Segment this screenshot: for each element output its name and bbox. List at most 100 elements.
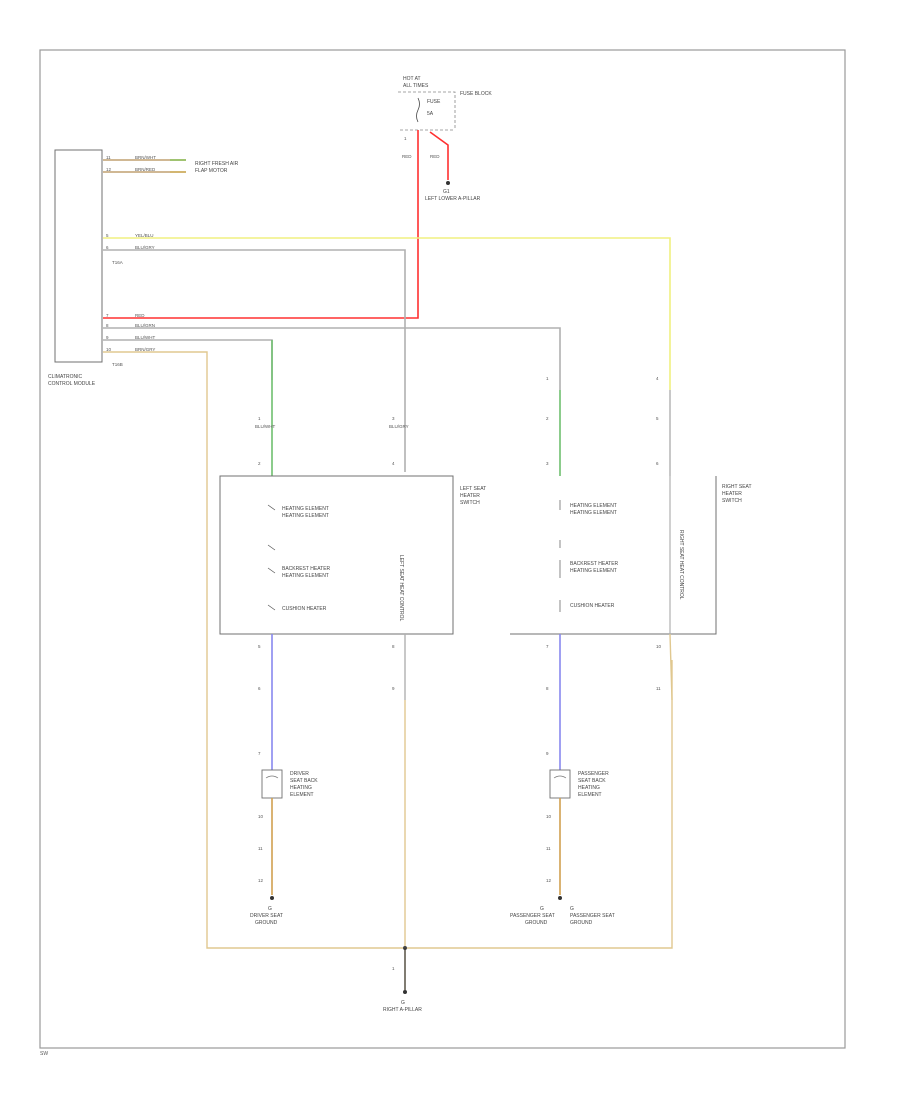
left-pin-a1: 1 xyxy=(258,416,261,421)
ecm-wire-gry4: BRN/GRY xyxy=(135,347,155,352)
right-heater-4: ELEMENT xyxy=(578,792,602,798)
gnd-left-1: G xyxy=(268,906,272,912)
ecm-splice-1: T16A xyxy=(112,260,123,265)
fuse-symbol xyxy=(416,97,420,123)
red-wire-ground-top xyxy=(429,131,449,180)
left-sw-block: LEFT SEAT HEAT CONTROL xyxy=(398,555,404,621)
fuse-pin-1: 1 xyxy=(404,136,407,141)
right-heater-box xyxy=(549,769,571,799)
ecm-wire-gry1: BLU/GRY xyxy=(135,245,155,250)
fuse-box-label: FUSE BLOCK xyxy=(460,91,492,97)
ecm-pin-5: 5 xyxy=(106,233,109,238)
right-unit-3: SWITCH xyxy=(722,498,742,504)
right-pin-c3: 9 xyxy=(546,751,549,756)
right-pin-a1: 1 xyxy=(546,376,549,381)
left-pin-b2: BLU/GRY xyxy=(389,424,409,429)
ecm-wire-ylw: YEL/BLU xyxy=(135,233,154,238)
left-sw-1: HEATING ELEMENT xyxy=(282,506,329,512)
right-pin-b1: 4 xyxy=(656,376,659,381)
left-heater-box xyxy=(261,769,283,799)
gnd-bottom-point xyxy=(403,990,407,994)
left-pin-c3: 7 xyxy=(258,751,261,756)
gnd-right-3: GROUND xyxy=(570,920,593,926)
left-sw-3: BACKREST HEATER xyxy=(282,566,331,572)
left-heater-3: HEATING xyxy=(290,785,312,791)
left-pin-b1: 3 xyxy=(392,416,395,421)
right-pin-c2: 8 xyxy=(546,686,549,691)
ecm-wire-gry2: BLU/GRN xyxy=(135,323,155,328)
stub-pin-1: 11 xyxy=(106,155,111,160)
gray-wire-3 xyxy=(103,339,273,380)
right-pin-a2: 2 xyxy=(546,416,549,421)
footer-code: SW xyxy=(40,1051,48,1057)
gnd-mid-2: PASSENGER SEAT xyxy=(510,913,555,919)
fuse-header-1: HOT AT xyxy=(403,76,421,82)
red-wire-main xyxy=(103,130,419,319)
right-sw-1: HEATING ELEMENT xyxy=(570,503,617,509)
yellow-wire xyxy=(103,237,671,390)
left-switch-box xyxy=(219,475,454,635)
right-unit-1: RIGHT SEAT xyxy=(722,484,752,490)
ecm-wire-red: RED xyxy=(135,313,145,318)
left-heater-2: SEAT BACK xyxy=(290,778,318,784)
right-pin-d2: 11 xyxy=(656,686,661,691)
tan-wire-right-down xyxy=(669,633,673,701)
left-sw-3b: HEATING ELEMENT xyxy=(282,573,329,579)
left-heater-1: DRIVER xyxy=(290,771,309,777)
left-pin-d2: 9 xyxy=(392,686,395,691)
gnd-right-2: PASSENGER SEAT xyxy=(570,913,615,919)
right-heater-3: HEATING xyxy=(578,785,600,791)
gnd-left-3: GROUND xyxy=(255,920,278,926)
right-sw-block: RIGHT SEAT HEAT CONTROL xyxy=(678,530,684,600)
right-heater-2: SEAT BACK xyxy=(578,778,606,784)
right-pin-b3: 6 xyxy=(656,461,659,466)
left-heater-4: ELEMENT xyxy=(290,792,314,798)
left-unit-3: SWITCH xyxy=(460,500,480,506)
left-unit-1: LEFT SEAT xyxy=(460,486,486,492)
gnd-left-2: DRIVER SEAT xyxy=(250,913,283,919)
ref-top-2: FLAP MOTOR xyxy=(195,168,228,174)
fuse-id-label: FUSE xyxy=(427,99,441,105)
fuse-wire-2: RED xyxy=(430,154,440,159)
gnd-right-1: G xyxy=(570,906,574,912)
left-pin-c2: 6 xyxy=(258,686,261,691)
ecm-wire-gry3: BLU/WHT xyxy=(135,335,156,340)
gnd-mid-1: G xyxy=(540,906,544,912)
left-sw-3-symbol xyxy=(267,567,276,574)
stub-pin-2: 12 xyxy=(106,167,112,172)
left-sw-4-symbol xyxy=(267,604,276,611)
gnd-left-point xyxy=(270,896,274,900)
left-heater-symbol xyxy=(265,775,279,779)
left-pin-e1: 10 xyxy=(258,814,264,819)
ecm-box xyxy=(54,149,103,363)
left-sw-2-symbol xyxy=(267,544,276,551)
right-switch-box xyxy=(510,476,717,635)
left-pin-b3: 4 xyxy=(392,461,395,466)
left-pin-d1: 8 xyxy=(392,644,395,649)
ground-top-point xyxy=(446,181,450,185)
left-pin-c1: 5 xyxy=(258,644,261,649)
diagram-frame xyxy=(39,49,846,1049)
left-sw-1-symbol xyxy=(267,504,276,511)
ground-top-1: G1 xyxy=(443,189,450,195)
fuse-box-outline xyxy=(398,91,456,130)
fuse-wire-1: RED xyxy=(402,154,412,159)
right-sw-1b: HEATING ELEMENT xyxy=(570,510,617,516)
right-pin-e3: 12 xyxy=(546,878,552,883)
ref-top-1: RIGHT FRESH AIR xyxy=(195,161,239,167)
ecm-pin-10: 10 xyxy=(106,347,112,352)
tan-wire-loop xyxy=(103,351,673,949)
left-unit-2: HEATER xyxy=(460,493,480,499)
right-sw-4: CUSHION HEATER xyxy=(570,603,615,609)
ecm-label-2: CONTROL MODULE xyxy=(48,381,96,387)
ecm-pin-6: 6 xyxy=(106,245,109,250)
right-heater-symbol xyxy=(553,775,567,779)
gnd-right-point xyxy=(558,896,562,900)
right-pin-d1: 10 xyxy=(656,644,662,649)
gnd-mid-3: GROUND xyxy=(525,920,548,926)
gray-wire-2 xyxy=(103,327,561,390)
stub-wire-name-2: BRN/RED xyxy=(135,167,156,172)
right-pin-a3: 3 xyxy=(546,461,549,466)
left-pin-e3: 12 xyxy=(258,878,264,883)
